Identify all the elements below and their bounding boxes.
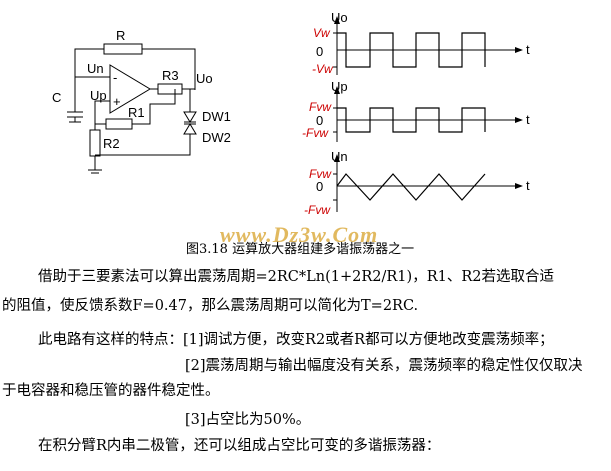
label-r: R: [116, 28, 125, 43]
wire-zener-bottom: [95, 134, 191, 156]
un-zero-label: 0: [316, 179, 323, 194]
paragraph-line-3: 此电路有这样的特点：[1]调试方便，改变R2或者R都可以方便地改变震荡频率；: [38, 332, 554, 348]
label-r2: R2: [103, 136, 120, 151]
resistor-r1: [105, 118, 133, 130]
un-x-arrow: [515, 183, 523, 189]
paragraph-line-5: 于电容器和稳压管的器件稳定性。: [2, 383, 220, 399]
up-t-label: t: [526, 112, 530, 127]
paragraph-line-6: [3]占空比为50%。: [185, 412, 311, 428]
op-amp-plus: +: [113, 94, 121, 109]
graph-up: Up Fvw 0 -Fvw t: [302, 79, 530, 142]
label-un: Un: [87, 61, 104, 76]
graph-uo: Uo Vw 0 -Vw t: [312, 10, 530, 76]
paragraph-line-1: 借助于三要素法可以算出震荡周期=2RC*Ln(1+2R2/R1)，R1、R2若选…: [38, 269, 554, 285]
uo-zero-label: 0: [316, 44, 323, 59]
paragraph-line-2: 的阻值，使反馈系数F=0.47，那么震荡周期可以简化为T=2RC.: [2, 298, 419, 314]
paragraph-line-4: [2]震荡周期与输出幅度没有关系，震荡频率的稳定性仅仅取决: [185, 358, 583, 374]
label-dw2: DW2: [202, 130, 231, 145]
up-low-label: -Fvw: [302, 126, 329, 140]
wire-up: [94, 100, 110, 125]
uo-y-arrow: [334, 16, 340, 24]
un-t-label: t: [526, 178, 530, 193]
paragraph-line-7: 在积分臂R内串二极管，还可以组成占空比可变的多谐振荡器：: [38, 438, 441, 454]
label-up: Up: [90, 88, 107, 103]
label-uo: Uo: [196, 71, 213, 86]
wire-top-right: [142, 48, 196, 90]
up-y-arrow: [334, 86, 340, 94]
up-square-wave: [337, 107, 486, 133]
resistor-r3: [157, 83, 183, 95]
up-axis-label: Up: [331, 79, 348, 94]
up-zero-label: 0: [316, 113, 323, 128]
zener-dw2: [183, 123, 197, 135]
uo-square-wave: [337, 32, 486, 68]
label-dw1: DW1: [202, 109, 231, 124]
op-amp: [109, 64, 151, 114]
wire-r1-out: [132, 89, 176, 125]
up-high-label: Fvw: [309, 100, 332, 114]
graph-un: Un Fvw 0 -Fvw t: [304, 149, 530, 217]
zener-dw1: [183, 111, 197, 123]
circuit-schematic: R Un C - + Up R3 Uo DW1 DW2 R: [52, 28, 231, 174]
label-r3: R3: [162, 68, 179, 83]
uo-high-label: Vw: [313, 26, 331, 40]
label-r1: R1: [128, 105, 145, 120]
up-x-arrow: [515, 117, 523, 123]
figure-caption: 图3.18 运算放大器组建多谐振荡器之一: [186, 242, 415, 257]
uo-t-label: t: [526, 42, 530, 57]
uo-x-arrow: [515, 47, 523, 53]
uo-axis-label: Uo: [331, 10, 348, 25]
resistor-r2: [89, 129, 101, 157]
op-amp-minus: -: [113, 70, 117, 85]
un-triangle-wave: [336, 173, 486, 201]
uo-low-label: -Vw: [312, 62, 334, 76]
resistor-r: [103, 43, 143, 55]
wire-top-left: [74, 48, 104, 77]
un-low-label: -Fvw: [304, 203, 331, 217]
un-axis-label: Un: [331, 149, 348, 164]
un-high-label: Fvw: [309, 167, 332, 181]
un-y-arrow: [334, 154, 340, 162]
label-c: C: [52, 90, 61, 105]
watermark: www.Dz3w.Com: [220, 222, 379, 247]
